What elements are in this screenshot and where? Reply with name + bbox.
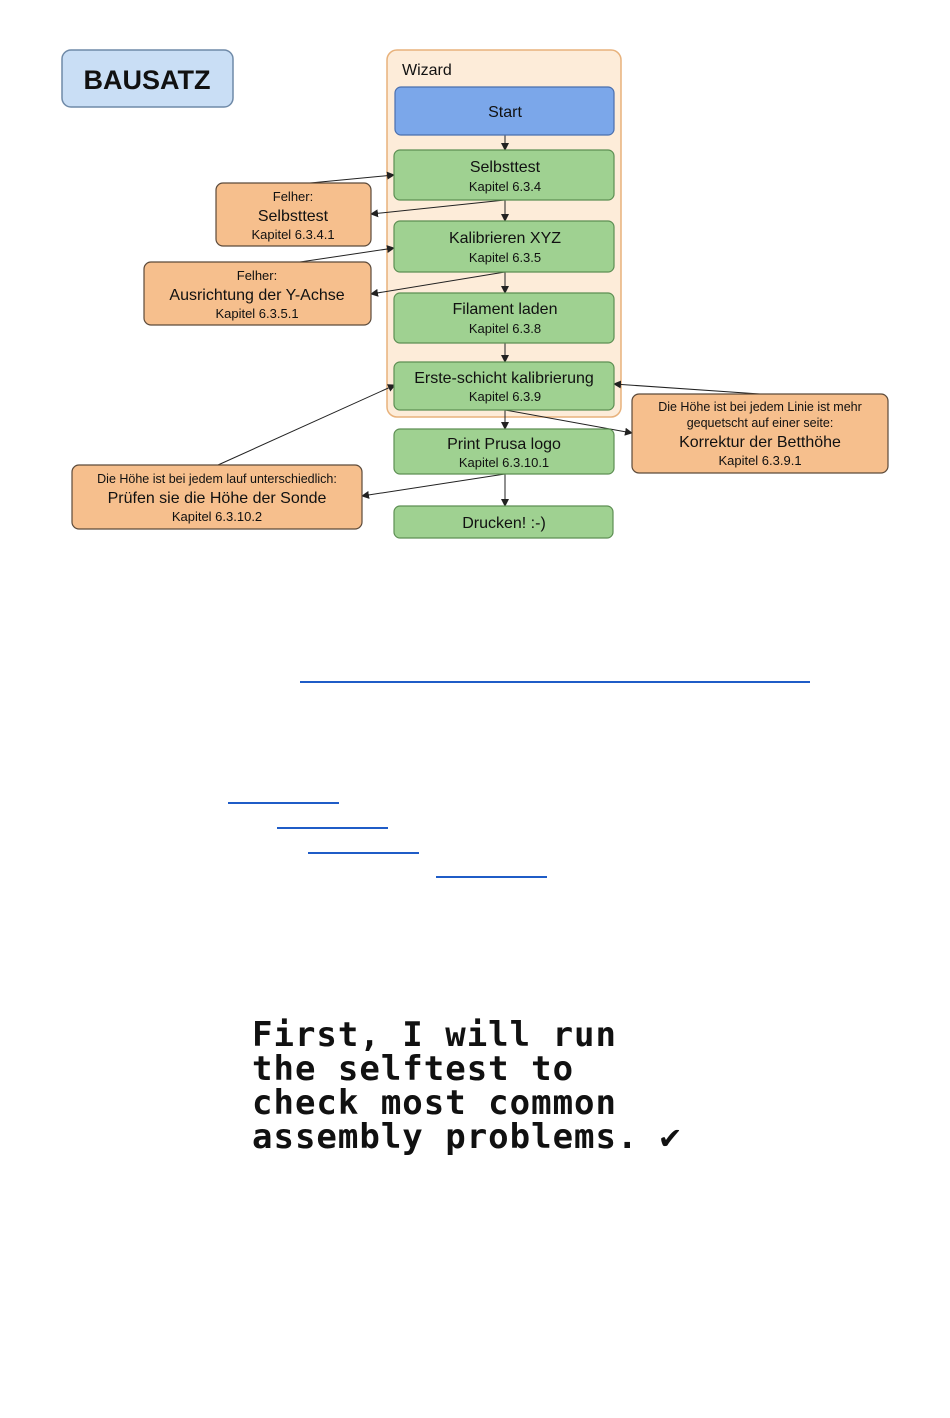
- hyperlink-underline[interactable]: [228, 802, 339, 804]
- step-print-title: Print Prusa logo: [447, 436, 561, 453]
- wizard-title: Wizard: [402, 62, 452, 79]
- hyperlink-underline[interactable]: [277, 827, 388, 829]
- step-filament-subtitle: Kapitel 6.3.8: [469, 321, 541, 336]
- step-start-title: Start: [488, 104, 522, 121]
- arrow-to-error-yachse: [370, 271, 506, 297]
- step-kalibrieren-title: Kalibrieren XYZ: [449, 230, 561, 247]
- arrow-error-sonde-return: [217, 384, 396, 466]
- bausatz-label: BAUSATZ: [84, 65, 211, 95]
- error-betthoehe-subtitle: Kapitel 6.3.9.1: [718, 453, 801, 468]
- lcd-line: check most common: [252, 1083, 617, 1123]
- step-print-prusa-logo: Print Prusa logo Kapitel 6.3.10.1: [393, 428, 615, 475]
- arrow-error-betthoehe-return: [613, 380, 761, 395]
- error-y-achse: Felher: Ausrichtung der Y-Achse Kapitel …: [143, 261, 372, 326]
- step-print-subtitle: Kapitel 6.3.10.1: [459, 455, 549, 470]
- step-drucken-title: Drucken! :-): [462, 515, 546, 532]
- lcd-line: the selftest to: [252, 1049, 575, 1089]
- error-selbsttest-label: Felher:: [273, 189, 313, 204]
- hyperlink-underline[interactable]: [308, 852, 419, 854]
- arrow-to-error-selbsttest: [370, 199, 506, 218]
- lcd-line: assembly problems. ✔: [252, 1117, 682, 1157]
- step-selbsttest-title: Selbsttest: [470, 159, 541, 176]
- step-erste-schicht-subtitle: Kapitel 6.3.9: [469, 389, 541, 404]
- step-selbsttest-subtitle: Kapitel 6.3.4: [469, 179, 541, 194]
- error-betthoehe-line2: gequetscht auf einer seite:: [687, 416, 834, 430]
- step-start: Start: [394, 86, 615, 136]
- step-drucken: Drucken! :-): [393, 505, 614, 539]
- error-betthoehe: Die Höhe ist bei jedem Linie ist mehr ge…: [631, 393, 889, 474]
- connector-lines: [217, 135, 761, 507]
- hyperlink-underline[interactable]: [300, 681, 810, 683]
- error-selbsttest: Felher: Selbsttest Kapitel 6.3.4.1: [215, 182, 372, 247]
- step-filament: Filament laden Kapitel 6.3.8: [393, 292, 615, 344]
- bausatz-badge: BAUSATZ: [61, 49, 234, 108]
- error-sonde-label: Die Höhe ist bei jedem lauf unterschiedl…: [97, 472, 337, 486]
- hyperlink-underline[interactable]: [436, 876, 547, 878]
- error-betthoehe-title: Korrektur der Betthöhe: [679, 434, 841, 451]
- lcd-message: First, I will run the selftest to check …: [252, 1018, 772, 1154]
- step-erste-schicht-title: Erste-schicht kalibrierung: [414, 370, 594, 387]
- error-selbsttest-title: Selbsttest: [258, 208, 329, 225]
- error-selbsttest-subtitle: Kapitel 6.3.4.1: [251, 227, 334, 242]
- wizard-flowchart: BAUSATZ Wizard Start Selbsttest Kapitel …: [61, 49, 889, 539]
- step-filament-title: Filament laden: [453, 301, 558, 318]
- error-betthoehe-line1: Die Höhe ist bei jedem Linie ist mehr: [658, 400, 862, 414]
- step-kalibrieren: Kalibrieren XYZ Kapitel 6.3.5: [393, 220, 615, 273]
- error-y-achse-title: Ausrichtung der Y-Achse: [169, 287, 344, 304]
- error-sonde: Die Höhe ist bei jedem lauf unterschiedl…: [71, 464, 363, 530]
- error-sonde-subtitle: Kapitel 6.3.10.2: [172, 509, 262, 524]
- step-selbsttest: Selbsttest Kapitel 6.3.4: [393, 149, 615, 201]
- error-y-achse-label: Felher:: [237, 268, 277, 283]
- arrow-to-error-sonde: [361, 473, 506, 499]
- arrow-error-yachse-return: [299, 245, 395, 263]
- lcd-line: First, I will run: [252, 1015, 617, 1055]
- step-kalibrieren-subtitle: Kapitel 6.3.5: [469, 250, 541, 265]
- error-y-achse-subtitle: Kapitel 6.3.5.1: [215, 306, 298, 321]
- error-sonde-title: Prüfen sie die Höhe der Sonde: [108, 490, 327, 507]
- step-erste-schicht: Erste-schicht kalibrierung Kapitel 6.3.9: [393, 361, 615, 411]
- arrow-error-selbsttest-return: [309, 171, 395, 184]
